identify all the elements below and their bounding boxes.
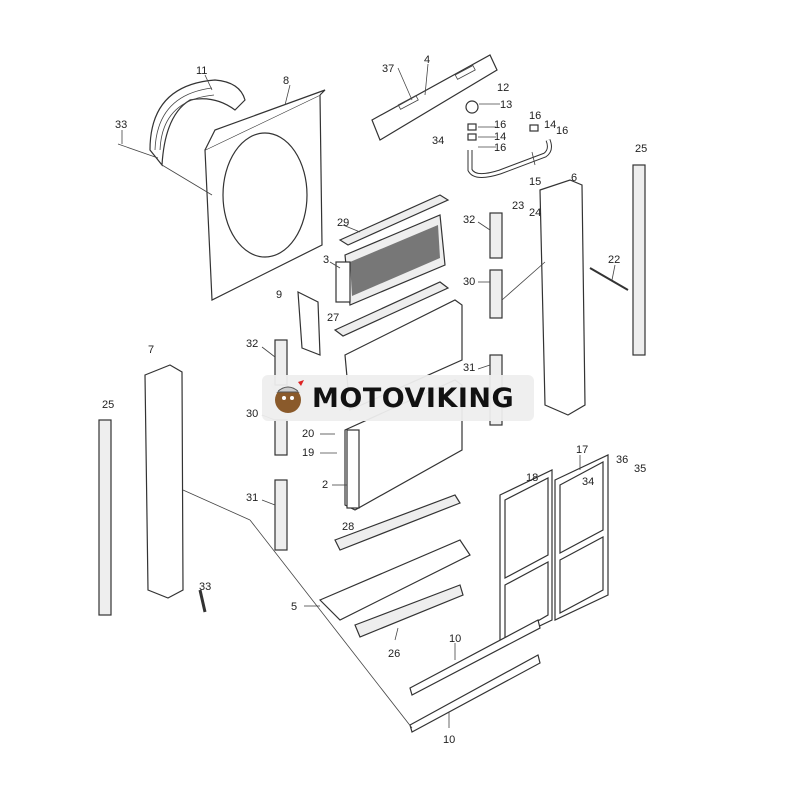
callout-14: 14	[544, 119, 556, 131]
callout-25: 25	[102, 399, 114, 411]
callout-31: 31	[246, 492, 258, 504]
screen-panels	[499, 454, 609, 646]
callout-35: 35	[634, 463, 646, 475]
viking-logo-icon	[270, 380, 306, 413]
callout-18: 18	[526, 472, 538, 484]
callout-25: 25	[635, 143, 647, 155]
watermark-text: MOTOVIKING	[312, 382, 515, 414]
callout-22: 22	[608, 254, 620, 266]
callout-4: 4	[424, 54, 430, 66]
seal-25-left	[98, 419, 112, 616]
callout-7: 7	[148, 344, 154, 356]
callout-17: 17	[576, 444, 588, 456]
callout-33: 33	[115, 119, 127, 131]
cap-part	[465, 100, 479, 114]
callout-23: 23	[512, 200, 524, 212]
callout-2: 2	[322, 479, 328, 491]
callout-16: 16	[529, 110, 541, 122]
callout-16: 16	[494, 119, 506, 131]
side-frame-left	[144, 364, 184, 599]
seal-27	[333, 281, 450, 337]
callout-33: 33	[199, 581, 211, 593]
callout-31: 31	[463, 362, 475, 374]
callout-labels: 11 8 33 37 4 12 13 16 14 16 34 16 14 16 …	[102, 54, 647, 746]
callout-19: 19	[302, 447, 314, 459]
callout-36: 36	[616, 454, 628, 466]
callout-30: 30	[463, 276, 475, 288]
seal-25-right	[632, 164, 646, 356]
fan-guard-part	[149, 79, 246, 167]
callout-34: 34	[432, 135, 444, 147]
callout-32: 32	[463, 214, 475, 226]
callout-3: 3	[323, 254, 329, 266]
top-bracket-part	[371, 54, 498, 141]
oil-cooler-part	[335, 214, 446, 306]
callout-6: 6	[571, 172, 577, 184]
callout-12: 12	[497, 82, 509, 94]
callout-16: 16	[556, 125, 568, 137]
callout-32: 32	[246, 338, 258, 350]
callout-10: 10	[449, 633, 461, 645]
callout-34: 34	[582, 476, 594, 488]
callout-30: 30	[246, 408, 258, 420]
callout-26: 26	[388, 648, 400, 660]
fan-shroud-part	[204, 89, 326, 301]
bracket-9	[297, 290, 321, 356]
side-frame-right	[539, 179, 586, 416]
callout-20: 20	[302, 428, 314, 440]
callout-27: 27	[327, 312, 339, 324]
callout-37: 37	[382, 63, 394, 75]
callout-14: 14	[494, 131, 506, 143]
callout-8: 8	[283, 75, 289, 87]
callout-15: 15	[529, 176, 541, 188]
callout-24: 24	[529, 207, 541, 219]
leader-lines	[121, 63, 616, 729]
bottom-frame-5	[318, 539, 471, 621]
callout-9: 9	[276, 289, 282, 301]
callout-13: 13	[500, 99, 512, 111]
callout-16: 16	[494, 142, 506, 154]
callout-5: 5	[291, 601, 297, 613]
callout-28: 28	[342, 521, 354, 533]
callout-29: 29	[337, 217, 349, 229]
seal-29	[338, 194, 450, 246]
callout-11: 11	[196, 65, 207, 77]
watermark-banner: MOTOVIKING	[262, 375, 534, 421]
callout-10: 10	[443, 734, 455, 746]
